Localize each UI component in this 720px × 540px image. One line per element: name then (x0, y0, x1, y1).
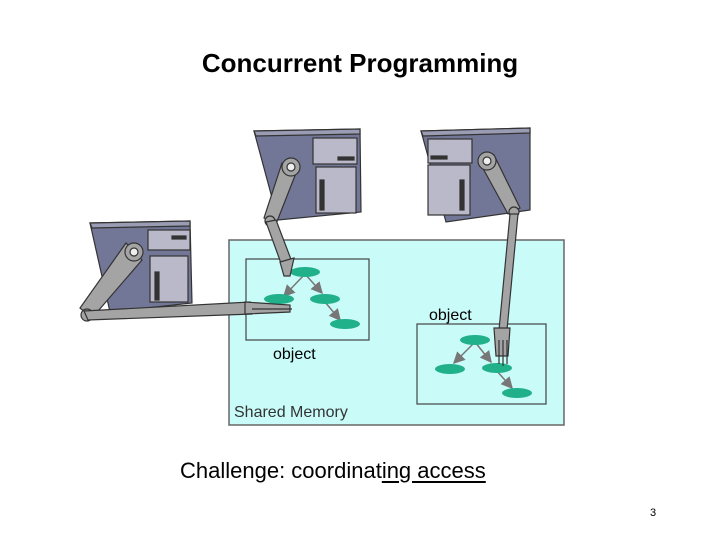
object-box-2 (416, 323, 547, 405)
graph-node (435, 364, 465, 374)
robot-arm-icon (79, 242, 292, 322)
graph-node (502, 388, 532, 398)
robot-arm-icon (477, 151, 521, 366)
object-label: object (273, 346, 316, 363)
robot-arm-icon (263, 157, 301, 277)
object-graph-icon (435, 335, 532, 398)
challenge-text: Challenge: coordinating access (180, 458, 486, 484)
graph-node (482, 363, 512, 373)
page-number: 3 (650, 507, 657, 519)
graph-node (460, 335, 490, 345)
object-label: object (429, 307, 472, 324)
graph-node (330, 319, 360, 329)
graph-node (310, 294, 340, 304)
graph-node (264, 294, 294, 304)
object-box-1 (245, 258, 370, 341)
challenge-underlined: ing access (381, 458, 486, 483)
graph-node (290, 267, 320, 277)
slide-title: Concurrent Programming (201, 48, 519, 78)
shared-memory-label: Shared Memory (234, 404, 348, 421)
object-graph-icon (264, 267, 360, 329)
challenge-prefix: Challenge: coordinat (180, 458, 382, 483)
